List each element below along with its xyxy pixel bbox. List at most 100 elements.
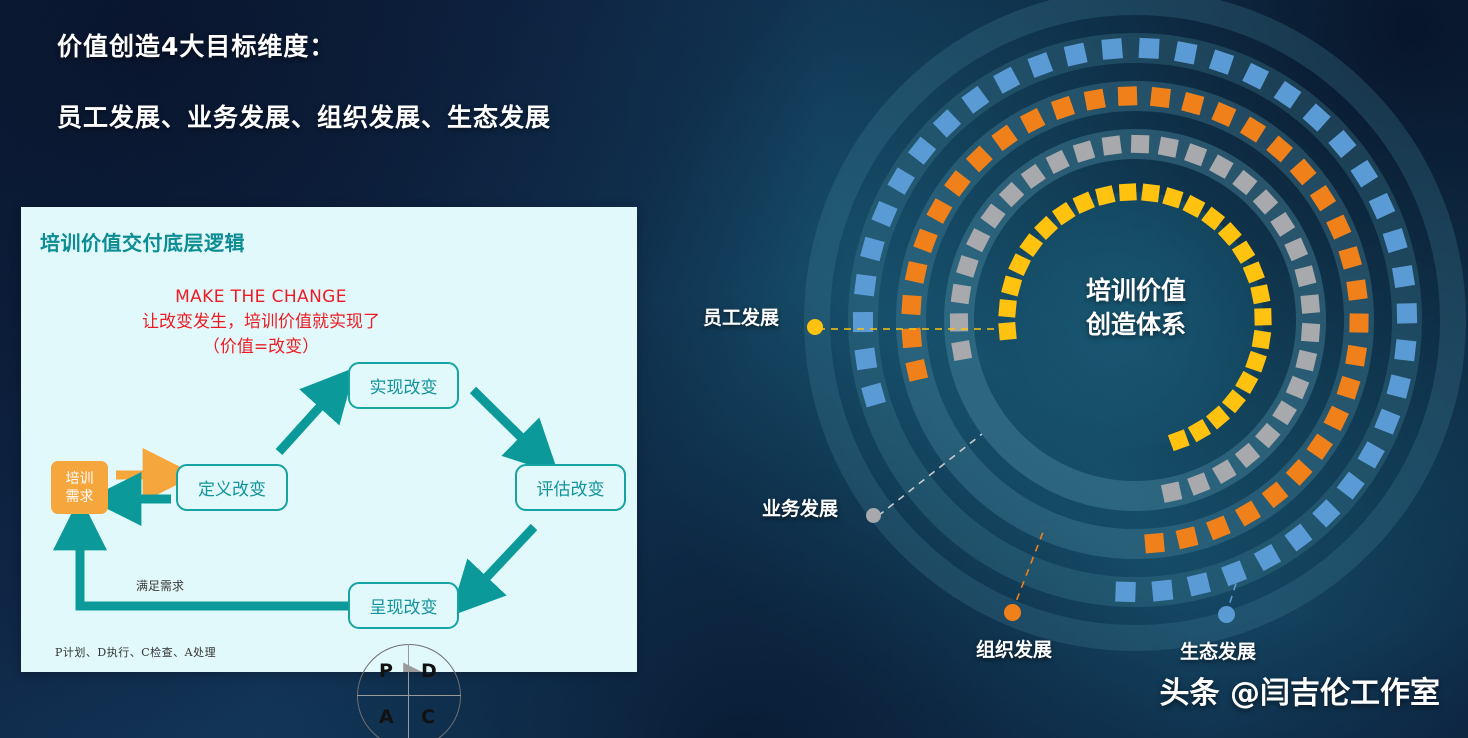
wheel-tick-gray <box>956 255 979 278</box>
wheel-tick-yellow <box>1235 370 1259 395</box>
wheel-tick-gray <box>1045 149 1070 174</box>
wheel-tick-orange <box>1144 532 1165 554</box>
wheel-tick-blue <box>993 66 1021 94</box>
flow-box-define-change[interactable]: 定义改变 <box>176 464 288 511</box>
wheel-tick-blue <box>1368 192 1396 220</box>
wheel-tick-orange <box>901 294 922 316</box>
need-line-1: 培训 <box>65 470 94 487</box>
arrow-present-to-need <box>53 496 348 611</box>
arrow-realize-to-assess <box>469 386 559 475</box>
wheel-tick-yellow <box>1001 275 1023 297</box>
wheel-tick-gray <box>1187 472 1211 496</box>
wheel-tick-blue <box>1336 471 1365 500</box>
wheel-tick-blue <box>961 85 990 114</box>
wheel-tick-orange <box>904 261 928 284</box>
legend-staff-dot <box>807 319 823 335</box>
flow-box-present-change[interactable]: 呈现改变 <box>348 582 459 629</box>
wheel-tick-gray <box>1300 294 1321 314</box>
wheel-tick-gray <box>1157 136 1179 158</box>
wheel-tick-blue <box>1101 38 1123 60</box>
wheel-tick-blue <box>1273 80 1302 109</box>
wheel-tick-yellow <box>1242 261 1265 284</box>
wheel-tick-orange <box>1239 116 1267 143</box>
legend-business-dot <box>866 508 881 523</box>
wheel-tick-gray <box>1252 189 1279 215</box>
wheel-tick-blue <box>1312 499 1341 528</box>
wheel-tick-yellow <box>1072 191 1095 214</box>
card-title: 培训价值交付底层逻辑 <box>40 231 245 255</box>
wheel-tick-gray <box>1211 459 1237 484</box>
wheel-tick-gray <box>1255 422 1281 449</box>
wheel-tick-yellow <box>1205 405 1230 430</box>
wheel-tick-blue <box>1063 42 1088 67</box>
wheel-tick-blue <box>932 109 962 138</box>
wheel-tick-blue <box>1350 159 1379 188</box>
wheel-tick-orange <box>1266 135 1294 163</box>
wheel-tick-yellow <box>1245 350 1267 373</box>
wheel-tick-yellow <box>1221 389 1246 414</box>
wheel-tick-gray <box>1232 169 1258 196</box>
wheel-tick-blue <box>1138 37 1160 59</box>
wheel-tick-orange <box>1175 526 1199 550</box>
wheel-tick-orange <box>1289 158 1317 186</box>
wheel-tick-gray <box>1101 135 1122 156</box>
wheel-tick-gray <box>1284 237 1309 262</box>
wheel-tick-blue <box>1396 303 1418 324</box>
need-line-2: 需求 <box>65 488 94 505</box>
wheel-tick-orange <box>991 124 1018 152</box>
wheel-tick-gray <box>1272 400 1297 426</box>
wheel-tick-yellow <box>1167 429 1190 452</box>
wheel-tick-orange <box>913 228 938 254</box>
wheel-tick-blue <box>1174 41 1198 65</box>
wheel-tick-orange <box>1336 375 1361 400</box>
wheel-tick-orange <box>1206 515 1231 541</box>
wheel-tick-blue <box>1374 408 1401 435</box>
wheel-tick-blue <box>871 200 898 228</box>
wheel-ring-gray <box>949 134 1321 503</box>
wheel-tick-orange <box>901 327 922 349</box>
wheel-tick-yellow <box>1051 201 1076 226</box>
wheel-tick-blue <box>854 347 878 371</box>
wheel-tick-blue <box>1386 374 1411 399</box>
pdca-footnote: P计划、D执行、C检查、A处理 <box>55 646 217 659</box>
legend-ecology-label: 生态发展 <box>1180 641 1257 663</box>
wheel-tick-yellow <box>1034 215 1059 240</box>
headline-line-2: 员工发展、业务发展、组织发展、生态发展 <box>57 103 552 132</box>
wheel-tick-gray <box>1072 140 1096 163</box>
flow-box-realize-change[interactable]: 实现改变 <box>348 362 459 409</box>
headline: 价值创造4大目标维度： 员工发展、业务发展、组织发展、生态发展 <box>57 32 551 133</box>
wheel-tick-orange <box>965 145 993 173</box>
wheel-tick-blue <box>1208 49 1235 75</box>
wheel-tick-yellow <box>1250 284 1271 305</box>
wheel-tick-yellow <box>1254 308 1272 326</box>
wheel-tick-blue <box>854 274 877 297</box>
wheel-tick-gray <box>980 203 1006 229</box>
wheel-tick-gray <box>1184 143 1208 167</box>
wheel-tick-orange <box>1306 433 1333 460</box>
wheel-tick-blue <box>852 311 874 333</box>
wheel-tick-orange <box>1323 405 1349 432</box>
wheel-tick-blue <box>1253 543 1282 572</box>
wheel-tick-blue <box>908 136 937 165</box>
wheel-tick-orange <box>1261 481 1289 509</box>
wheel-tick-orange <box>1149 86 1171 108</box>
pdca-letter-d: D <box>421 660 437 682</box>
wheel-tick-blue <box>1221 560 1247 587</box>
legend-ecology-dot <box>1218 606 1235 623</box>
wheel-ring-orange <box>901 86 1369 554</box>
training-need-box[interactable]: 培训 需求 <box>51 461 108 514</box>
wheel-tick-gray <box>1294 265 1317 288</box>
wheel-tick-orange <box>926 198 953 224</box>
wheel-tick-blue <box>1027 52 1054 78</box>
wheel-tick-orange <box>1181 91 1205 116</box>
wheel-center-label: 培训价值 创造体系 <box>1060 274 1212 342</box>
pdca-circle <box>357 644 461 738</box>
wheel-tick-blue <box>861 382 886 408</box>
wheel-tick-blue <box>1242 62 1270 90</box>
wheel-tick-gray <box>1285 375 1310 400</box>
flow-box-assess-change[interactable]: 评估改变 <box>515 464 626 511</box>
wheel-tick-blue <box>1115 581 1136 603</box>
wheel-tick-blue <box>860 236 885 262</box>
wheel-tick-rings <box>852 37 1418 603</box>
